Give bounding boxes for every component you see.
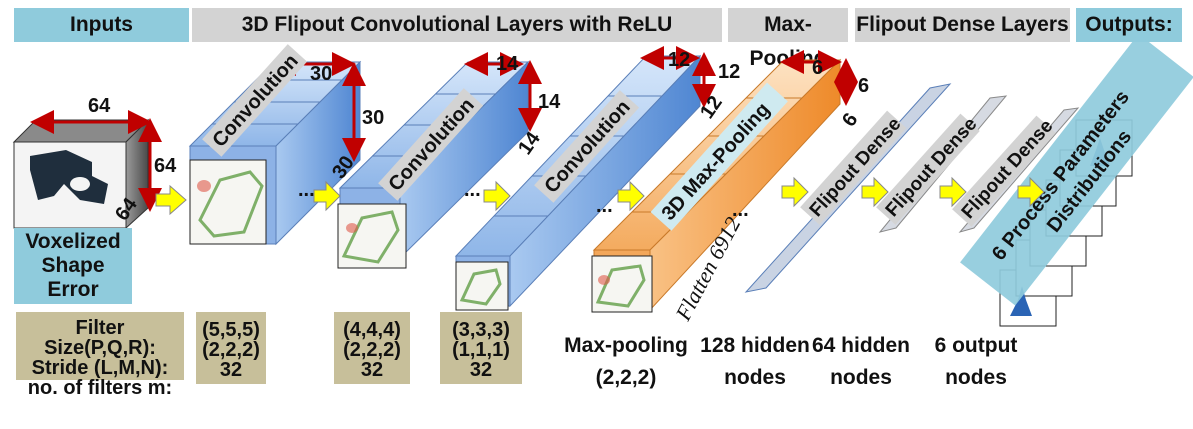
pool-caption-line1: Max-pooling [564, 334, 688, 357]
dense3-caption: 6 output nodes [926, 334, 1026, 390]
conv1-stride: (2,2,2) [202, 339, 260, 361]
input-dim-side: 64 [154, 155, 177, 177]
conv3-dim-c: 12 [696, 92, 727, 123]
pool-dim-a: 6 [812, 57, 823, 79]
conv3-filter-size: (3,3,3) [452, 319, 510, 341]
conv3-filters: 32 [469, 359, 493, 381]
params-legend-bg [16, 312, 184, 380]
dense1-caption-line1: 128 hidden [700, 334, 810, 357]
dense3-caption-line2: nodes [945, 366, 1007, 389]
pool-label-band [650, 82, 788, 231]
pool-caption-line2: (2,2,2) [595, 366, 657, 389]
conv2-dim-a: 14 [496, 53, 519, 75]
params-legend-line3: Stride (L,M,N): [31, 357, 169, 379]
pool-dim-b: 6 [858, 75, 869, 97]
header-conv-layers: 3D Flipout Convolutional Layers with ReL… [192, 8, 722, 42]
output-band [960, 33, 1193, 306]
conv2-dim-b: 14 [538, 91, 561, 113]
params-legend: Filter Size(P,Q,R): Stride (L,M,N): no. … [16, 318, 184, 398]
dense3-label-band [952, 115, 1056, 227]
conv2-label-band [378, 88, 484, 201]
ellipsis-4: ... [732, 199, 749, 221]
dense2-caption-line2: nodes [830, 366, 892, 389]
params-legend-line4: no. of filters m: [27, 377, 173, 399]
flow-arrows [155, 176, 1045, 216]
conv3-stride: (1,1,1) [452, 339, 510, 361]
header-outputs: Outputs: [1076, 8, 1182, 42]
header-dense-layers: Flipout Dense Layers [855, 8, 1070, 42]
input-label-line2: Shape Error [41, 254, 105, 301]
dense2-caption-line1: 64 hidden [811, 334, 911, 357]
input-dim-top: 64 [88, 95, 111, 117]
conv2-stride: (2,2,2) [343, 339, 401, 361]
conv3-params-bg [440, 312, 522, 384]
conv1-dim-a: 30 [310, 63, 332, 85]
conv1-filter-size: (5,5,5) [202, 319, 260, 341]
dense1-label-band [800, 110, 907, 225]
conv1-filters: 32 [219, 359, 243, 381]
conv3-label-band [534, 90, 640, 203]
conv1-params-bg [196, 312, 266, 384]
dense3-caption-line1: 6 output [934, 334, 1018, 357]
conv3-dim-a: 12 [668, 49, 690, 71]
conv2-filters: 32 [360, 359, 384, 381]
input-label-line1: Voxelized [25, 230, 121, 253]
conv1-params: (5,5,5) (2,2,2) 32 [196, 320, 266, 380]
params-legend-line2: Size(P,Q,R): [44, 337, 156, 359]
conv1-dim-b: 30 [362, 107, 384, 129]
pool-dim-c: 6 [838, 109, 862, 131]
conv3-params: (3,3,3) (1,1,1) 32 [440, 320, 522, 380]
ellipsis-3: ... [596, 195, 613, 217]
conv1-label-band [202, 44, 308, 157]
conv2-params-bg [334, 312, 410, 384]
params-legend-line1: Filter [75, 317, 125, 339]
dense1-caption: 128 hidden nodes [700, 334, 810, 390]
conv2-filter-size: (4,4,4) [343, 319, 401, 341]
header-inputs: Inputs [14, 8, 189, 42]
dense2-caption: 64 hidden nodes [806, 334, 916, 390]
dense1-caption-line2: nodes [724, 366, 786, 389]
input-voxel-cube [12, 110, 162, 230]
conv2-params: (4,4,4) (2,2,2) 32 [334, 320, 410, 380]
dense2-label-band [876, 113, 980, 225]
ellipsis-1: ... [298, 179, 315, 201]
pool-caption: Max-pooling (2,2,2) [556, 334, 696, 390]
input-label: Voxelized Shape Error [14, 228, 132, 304]
ellipsis-2: ... [464, 179, 481, 201]
conv3-dim-b: 12 [718, 61, 740, 83]
